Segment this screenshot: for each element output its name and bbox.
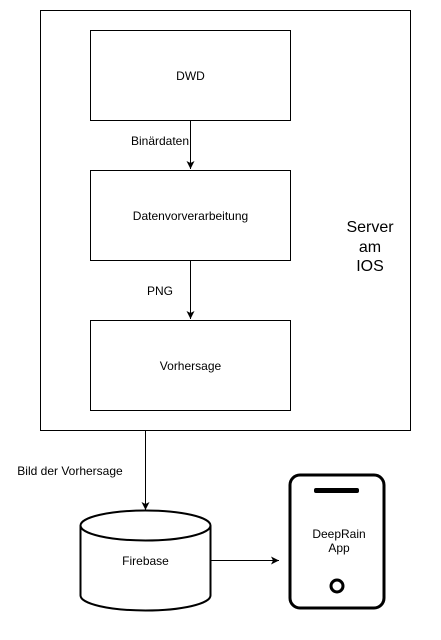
app-label-line-1: DeepRain xyxy=(312,527,365,541)
edge-label-png: PNG xyxy=(147,284,173,298)
app-label-line-2: App xyxy=(328,541,350,555)
dwd-box xyxy=(90,30,291,121)
preprocessing-box xyxy=(90,170,291,261)
preprocessing-label: Datenvorverarbeitung xyxy=(133,209,248,223)
smartphone-icon xyxy=(288,473,386,610)
firebase-label: Firebase xyxy=(122,554,169,568)
server-label-line-2: am xyxy=(359,239,381,256)
server-label-line-3: IOS xyxy=(356,258,384,275)
dwd-label: DWD xyxy=(176,69,205,83)
prediction-label: Vorhersage xyxy=(160,359,222,373)
edge-label-image: Bild der Vorhersage xyxy=(17,464,123,478)
edge-label-binary: Binärdaten xyxy=(131,134,189,148)
prediction-box xyxy=(90,320,291,411)
firebase-database-icon xyxy=(79,509,212,612)
server-label-line-1: Server xyxy=(346,219,394,236)
